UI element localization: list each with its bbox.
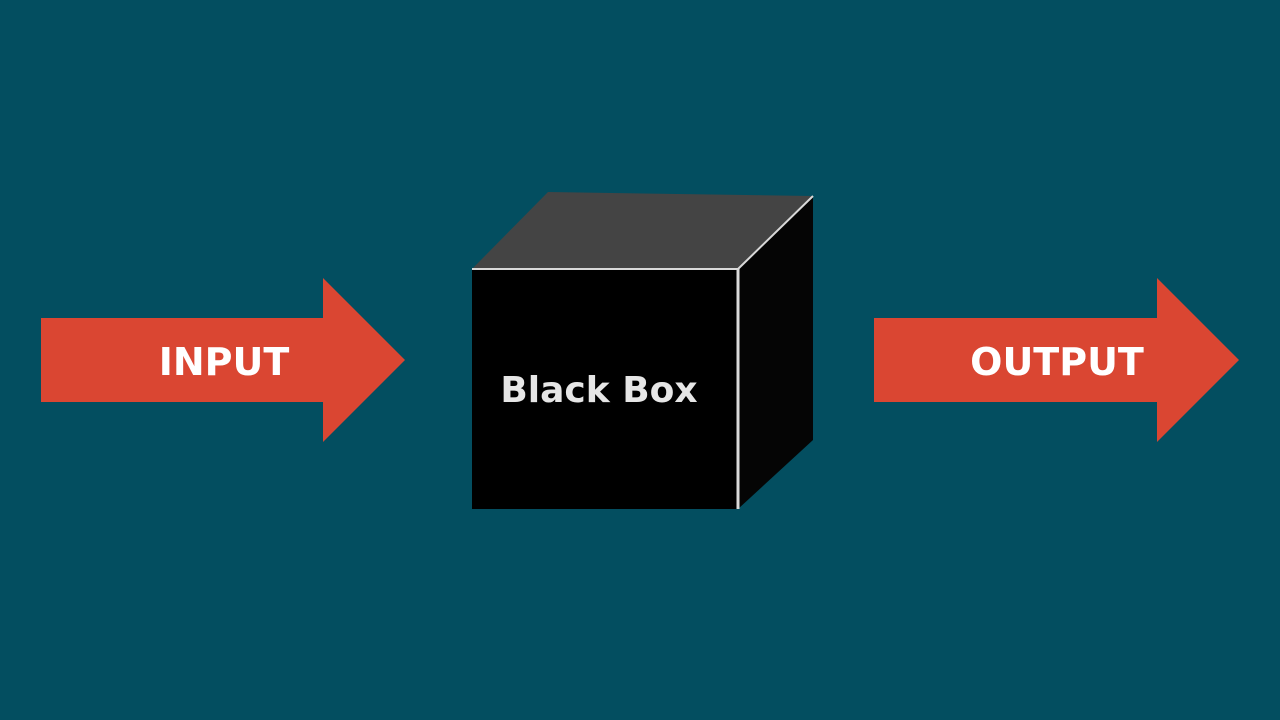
input-arrow: INPUT	[41, 278, 405, 442]
cube-top-face	[472, 192, 813, 269]
box-label: Black Box	[500, 370, 697, 411]
output-arrow: OUTPUT	[874, 278, 1239, 442]
black-box-cube: Black Box	[472, 192, 814, 509]
cube-front-face	[472, 269, 738, 509]
cube-diagonal-edge	[737, 195, 814, 270]
input-label: INPUT	[159, 340, 290, 384]
input-arrow-shape	[41, 278, 405, 442]
cube-side-face	[738, 196, 813, 509]
output-label: OUTPUT	[970, 340, 1144, 384]
output-arrow-shape	[874, 278, 1239, 442]
